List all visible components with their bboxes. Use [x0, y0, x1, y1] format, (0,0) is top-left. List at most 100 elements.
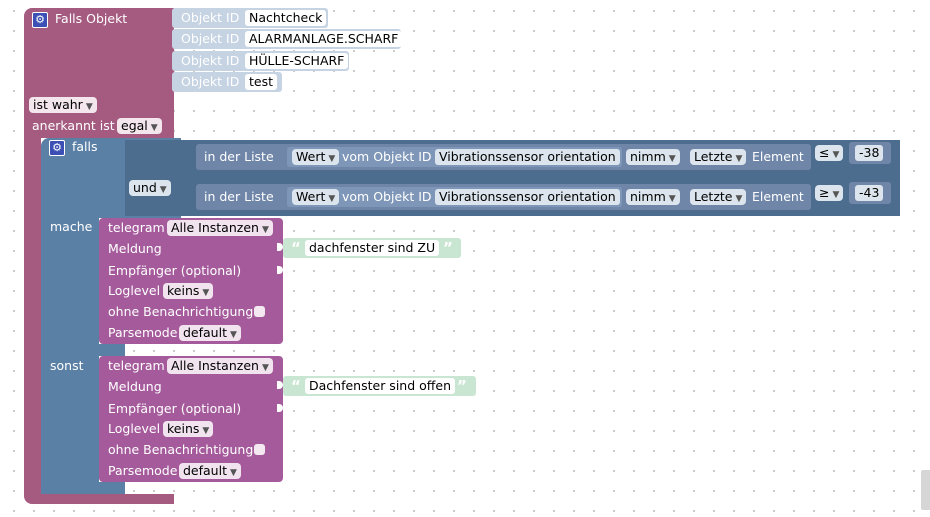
- open-quote-icon: “: [291, 377, 301, 395]
- element-label: Element: [752, 189, 804, 204]
- message-text-value[interactable]: Dachfenster sind offen: [305, 378, 455, 394]
- object-id-value[interactable]: ALARMANLAGE.SCHARF: [245, 31, 403, 47]
- dropdown-arrow-icon: ▼: [261, 363, 269, 373]
- object-label: Objekt ID: [181, 74, 240, 89]
- instance-dropdown[interactable]: Alle Instanzen▼: [167, 358, 273, 374]
- trash-icon[interactable]: [921, 470, 930, 510]
- dropdown-arrow-icon: ▼: [229, 468, 237, 478]
- telegram-block-body: [99, 356, 283, 482]
- gear-icon[interactable]: ⚙: [49, 140, 65, 156]
- loglevel-value: keins: [167, 421, 200, 436]
- gear-icon[interactable]: ⚙: [32, 12, 48, 28]
- silent-label: ohne Benachrichtigung: [108, 442, 254, 457]
- position-value: Letzte: [694, 189, 733, 204]
- input-notch: [277, 243, 283, 251]
- parsemode-value: default: [183, 463, 227, 478]
- silent-checkbox[interactable]: [254, 306, 265, 317]
- silent-checkbox[interactable]: [254, 444, 265, 455]
- object-input-2[interactable]: Objekt ID ALARMANLAGE.SCHARF: [172, 29, 403, 49]
- value-field: Wert: [296, 149, 326, 164]
- object-id-value[interactable]: Nachtcheck: [245, 10, 327, 26]
- sensor-object-field[interactable]: Vibrationssensor orientation: [435, 149, 620, 165]
- instance-dropdown[interactable]: Alle Instanzen▼: [167, 220, 273, 236]
- silent-label: ohne Benachrichtigung: [108, 304, 254, 319]
- falls-label: falls: [72, 139, 98, 154]
- value-field-dropdown[interactable]: Wert▼: [292, 189, 340, 205]
- parsemode-value: default: [183, 325, 227, 340]
- and-logic-block[interactable]: und▼: [125, 140, 181, 216]
- take-value: nimm: [630, 149, 666, 164]
- trigger-block-body: [24, 8, 174, 138]
- dropdown-arrow-icon: ▼: [150, 123, 158, 133]
- parsemode-label: Parsemode: [108, 325, 178, 340]
- close-quote-icon: ”: [443, 239, 453, 257]
- condition-dropdown[interactable]: ist wahr▼: [29, 97, 97, 113]
- comparator-dropdown[interactable]: ≤▼: [815, 145, 844, 161]
- dropdown-arrow-icon: ▼: [328, 154, 336, 164]
- position-value: Letzte: [694, 149, 733, 164]
- list-prefix: in der Liste: [204, 149, 274, 164]
- object-input-3[interactable]: Objekt ID HÜLLE-SCHARF: [172, 51, 349, 71]
- message-text-value[interactable]: dachfenster sind ZU: [305, 240, 440, 256]
- number-value[interactable]: -38: [855, 145, 884, 161]
- message-text-block[interactable]: “ Dachfenster sind offen ”: [283, 376, 476, 396]
- message-text-block[interactable]: “ dachfenster sind ZU ”: [283, 238, 461, 258]
- sonst-label: sonst: [50, 358, 84, 373]
- loglevel-dropdown[interactable]: keins▼: [163, 421, 214, 437]
- object-id-value[interactable]: test: [245, 74, 278, 90]
- dropdown-arrow-icon: ▼: [832, 150, 840, 160]
- recipient-label: Empfänger (optional): [108, 401, 242, 416]
- dropdown-arrow-icon: ▼: [202, 288, 210, 298]
- position-dropdown[interactable]: Letzte▼: [690, 189, 747, 205]
- object-id-value[interactable]: HÜLLE-SCHARF: [245, 53, 349, 69]
- element-label: Element: [752, 149, 804, 164]
- take-dropdown[interactable]: nimm▼: [626, 189, 680, 205]
- if-block-mid: [99, 344, 125, 356]
- sensor-object-field[interactable]: Vibrationssensor orientation: [435, 189, 620, 205]
- position-dropdown[interactable]: Letzte▼: [690, 149, 747, 165]
- number-block[interactable]: -38: [849, 142, 891, 164]
- number-value[interactable]: -43: [855, 185, 884, 201]
- loglevel-label: Loglevel: [108, 283, 161, 298]
- recipient-label: Empfänger (optional): [108, 263, 242, 278]
- ack-dropdown[interactable]: egal▼: [117, 118, 162, 134]
- trigger-title: Falls Objekt: [55, 11, 128, 26]
- list-condition-2[interactable]: in der Liste Wert▼ vom Objekt ID Vibrati…: [196, 184, 811, 210]
- close-quote-icon: ”: [457, 377, 467, 395]
- message-label: Meldung: [108, 241, 162, 256]
- dropdown-arrow-icon: ▼: [85, 102, 93, 112]
- object-input-1[interactable]: Objekt ID Nachtcheck: [172, 8, 328, 28]
- object-label: Objekt ID: [181, 31, 240, 46]
- dropdown-arrow-icon: ▼: [328, 194, 336, 204]
- input-notch: [277, 266, 283, 274]
- telegram-block-body: [99, 218, 283, 344]
- dropdown-arrow-icon: ▼: [668, 154, 676, 164]
- logic-op-dropdown[interactable]: und▼: [129, 180, 171, 196]
- comparator-dropdown[interactable]: ≥▼: [815, 185, 844, 201]
- value-field-dropdown[interactable]: Wert▼: [292, 149, 340, 165]
- take-dropdown[interactable]: nimm▼: [626, 149, 680, 165]
- dropdown-arrow-icon: ▼: [261, 225, 269, 235]
- parsemode-dropdown[interactable]: default▼: [179, 325, 241, 341]
- parsemode-dropdown[interactable]: default▼: [179, 463, 241, 479]
- object-input-4[interactable]: Objekt ID test: [172, 72, 282, 92]
- dropdown-arrow-icon: ▼: [159, 185, 167, 195]
- message-label: Meldung: [108, 379, 162, 394]
- dropdown-arrow-icon: ▼: [832, 190, 840, 200]
- list-prefix: in der Liste: [204, 189, 274, 204]
- telegram-title: telegram: [108, 220, 165, 235]
- input-notch: [277, 381, 283, 389]
- if-block-bottom: [99, 482, 125, 494]
- ack-label: anerkannt ist: [32, 118, 115, 133]
- list-condition-1[interactable]: in der Liste Wert▼ vom Objekt ID Vibrati…: [196, 144, 811, 170]
- instance-value: Alle Instanzen: [171, 358, 259, 373]
- loglevel-dropdown[interactable]: keins▼: [163, 283, 214, 299]
- number-block[interactable]: -43: [849, 182, 891, 204]
- mache-label: mache: [50, 219, 93, 234]
- telegram-title: telegram: [108, 358, 165, 373]
- loglevel-value: keins: [167, 283, 200, 298]
- trigger-block-footer: [24, 494, 174, 504]
- logic-op-value: und: [133, 180, 157, 195]
- from-object-label: vom Objekt ID: [342, 189, 432, 204]
- comparator-value: ≤: [819, 145, 830, 160]
